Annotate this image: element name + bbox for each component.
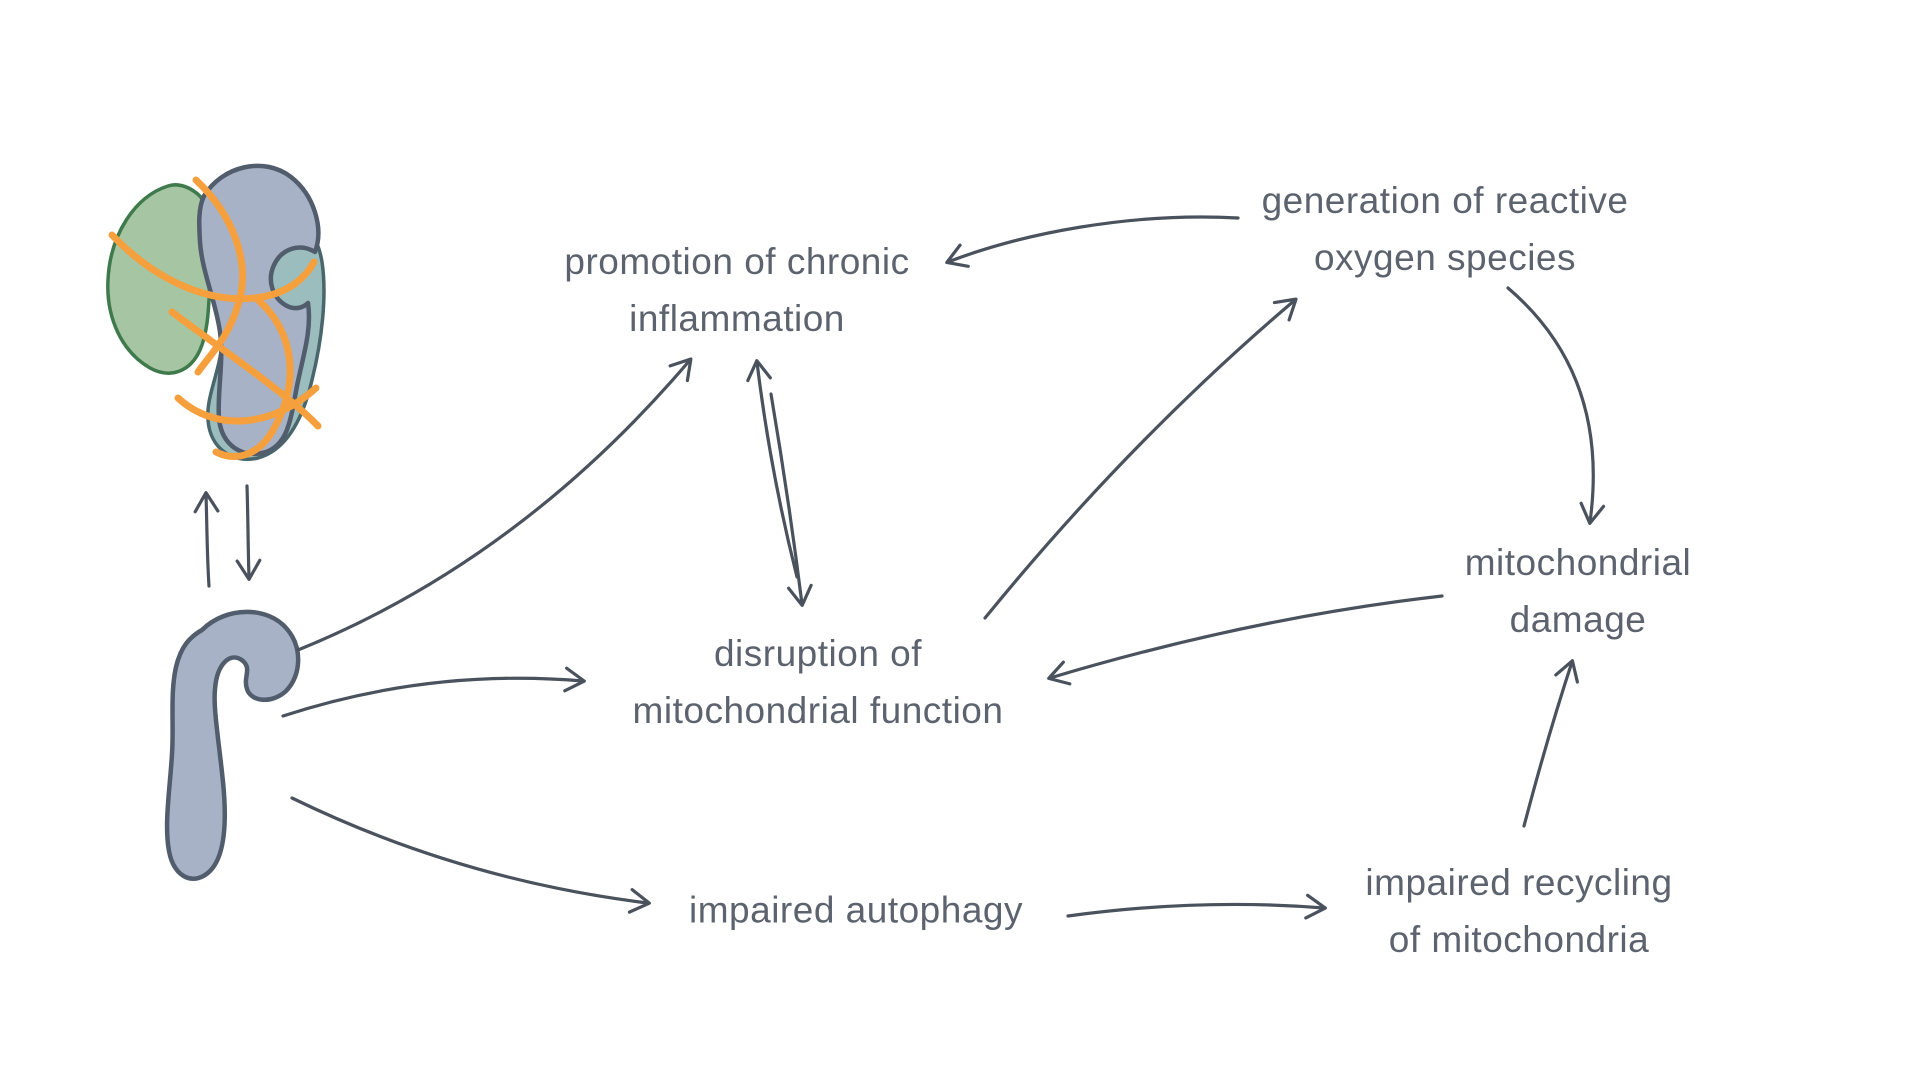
cell-organelle-cluster-illustration xyxy=(106,163,326,461)
arrow-ros-to-inflammation xyxy=(945,215,1240,268)
node-label-line: oxygen species xyxy=(1313,237,1577,278)
arrow-mitochondrion-to-cluster xyxy=(193,491,220,588)
mitochondrion-blob xyxy=(164,609,301,881)
node-label-line: mitochondrial function xyxy=(632,690,1004,731)
node-impaired-autophagy: impaired autophagy xyxy=(689,882,1023,939)
arrow-damage-to-disruption xyxy=(1047,594,1444,686)
node-label-line: inflammation xyxy=(629,298,845,339)
node-promotion-of-chronic-inflammation: promotion of chronic inflammation xyxy=(564,233,909,347)
node-disruption-of-mitochondrial-function: disruption of mitochondrial function xyxy=(633,625,1004,739)
arrow-disruption-to-inflammation xyxy=(746,359,799,579)
arrow-autophagy-to-recycling xyxy=(1066,893,1327,920)
arrow-disruption-to-ros xyxy=(983,297,1298,620)
node-label-line: of mitochondria xyxy=(1388,919,1650,960)
node-label-line: disruption of xyxy=(713,633,923,674)
node-impaired-recycling-of-mitochondria: impaired recycling of mitochondria xyxy=(1365,854,1672,968)
node-label-line: generation of reactive xyxy=(1261,180,1629,221)
arrow-ros-to-damage xyxy=(1506,286,1606,525)
arrow-mitochondrion-to-disruption xyxy=(281,666,586,718)
arrow-inflammation-to-disruption xyxy=(769,392,813,607)
arrow-cluster-to-mitochondrion xyxy=(235,484,262,581)
node-label-line: impaired autophagy xyxy=(689,889,1023,931)
arrow-mitochondrion-to-autophagy xyxy=(290,796,651,914)
node-label-line: impaired recycling xyxy=(1365,862,1673,903)
node-mitochondrial-damage: mitochondrial damage xyxy=(1465,534,1692,648)
node-label-line: damage xyxy=(1509,599,1647,640)
node-generation-of-reactive-oxygen-species: generation of reactive oxygen species xyxy=(1262,172,1629,286)
node-label-line: mitochondrial xyxy=(1464,542,1692,583)
arrow-mitochondrion-to-inflammation xyxy=(296,357,693,652)
node-label-line: promotion of chronic xyxy=(564,241,910,282)
orange-filament-lines xyxy=(108,176,322,460)
arrow-recycling-to-damage xyxy=(1522,659,1579,828)
